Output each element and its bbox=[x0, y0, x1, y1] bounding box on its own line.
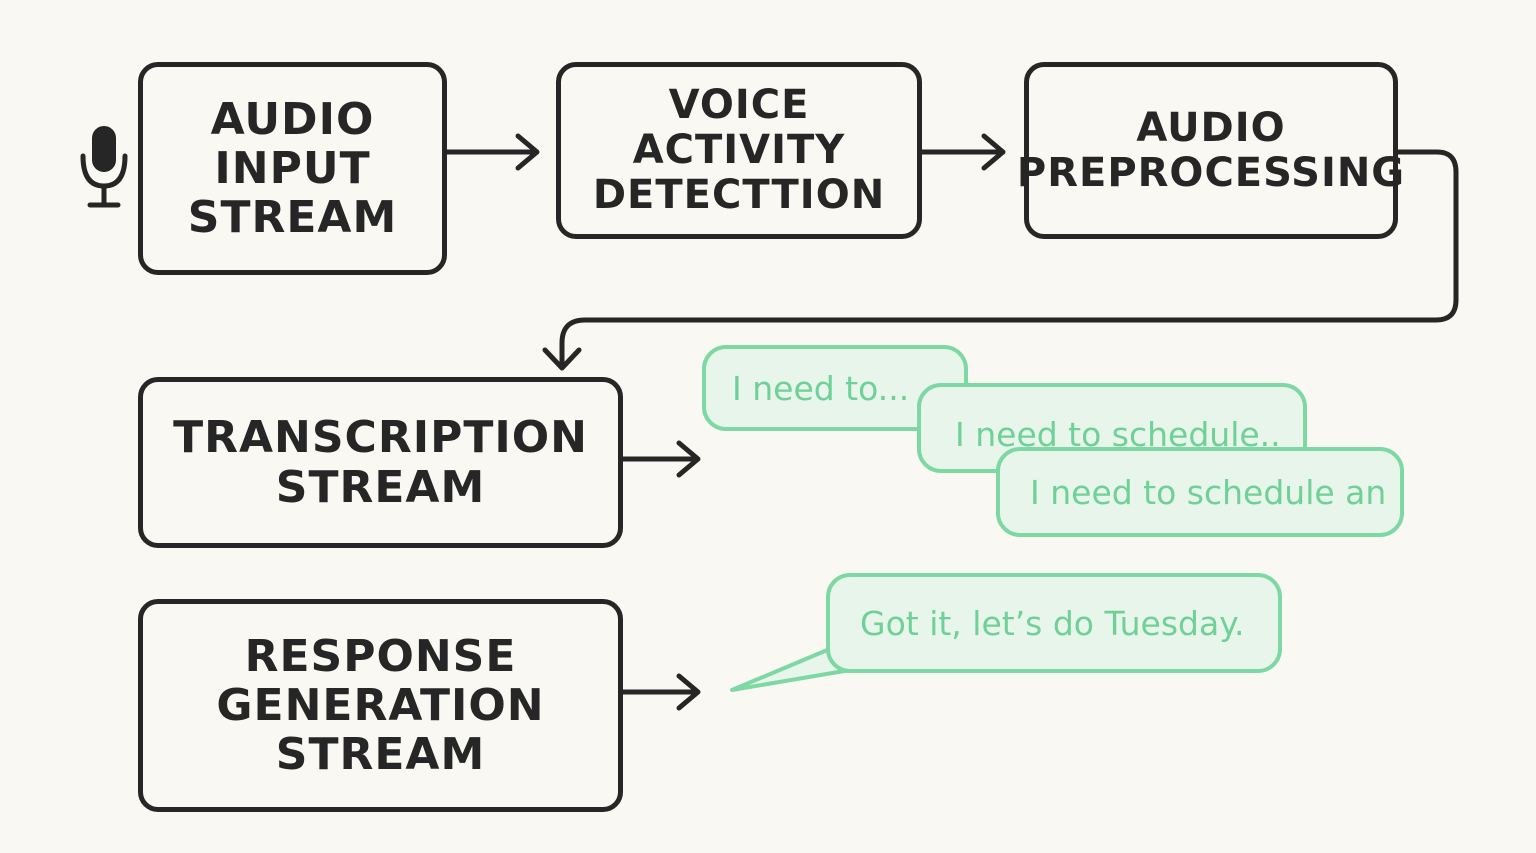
vad-line-1: VOICE ACTIVITY bbox=[632, 82, 846, 174]
response-bubble-text: Got it, let’s do Tuesday. bbox=[860, 603, 1245, 643]
audio-input-line-1: AUDIO bbox=[210, 93, 375, 145]
vad-line-2: DETECTTION bbox=[592, 171, 886, 218]
arrow-vad-to-preprocessing bbox=[919, 133, 1006, 171]
audio-input-line-2: INPUT bbox=[214, 142, 371, 194]
arrow-transcription-to-bubbles bbox=[620, 440, 701, 478]
transcription-line-1: TRANSCRIPTION bbox=[173, 412, 588, 464]
audio-input-line-3: STREAM bbox=[187, 192, 398, 244]
voice-activity-detection-box: VOICE ACTIVITY DETECTTION bbox=[556, 62, 922, 239]
response-bubble: Got it, let’s do Tuesday. bbox=[826, 573, 1282, 673]
response-line-1: RESPONSE bbox=[244, 630, 517, 682]
audio-preprocessing-box: AUDIO PREPROCESSING bbox=[1017, 62, 1404, 239]
transcription-stream-box: TRANSCRIPTION STREAM bbox=[138, 377, 623, 548]
arrow-input-to-vad bbox=[444, 133, 540, 171]
arrow-preprocessing-to-transcription bbox=[542, 149, 1459, 371]
audio-input-stream-box: AUDIO INPUT STREAM bbox=[138, 62, 447, 275]
response-generation-stream-box: RESPONSE GENERATION STREAM bbox=[138, 599, 623, 812]
transcript-bubble-3: I need to schedule an bbox=[996, 447, 1404, 537]
arrow-response-to-bubble bbox=[620, 673, 701, 711]
preprocessing-line-2: PREPROCESSING bbox=[1016, 149, 1406, 196]
transcription-line-2: STREAM bbox=[275, 461, 486, 513]
microphone-icon bbox=[80, 126, 128, 208]
preprocessing-line-1: AUDIO bbox=[1136, 104, 1286, 151]
response-line-2: GENERATION bbox=[216, 679, 545, 731]
transcript-text-1: I need to... bbox=[732, 369, 910, 408]
response-line-3: STREAM bbox=[275, 729, 486, 781]
transcript-text-3: I need to schedule an bbox=[1030, 472, 1387, 512]
